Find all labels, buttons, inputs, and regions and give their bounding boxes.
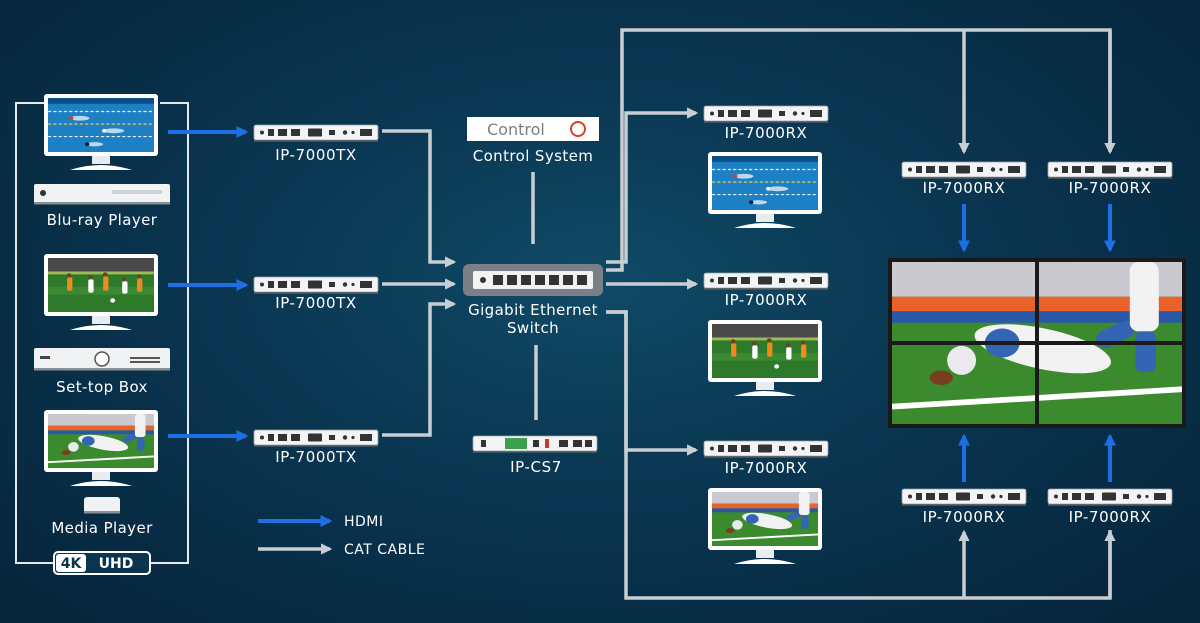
uhd-badge: 4K UHD	[53, 551, 151, 575]
wall-rx-device-3	[901, 488, 1027, 507]
wall-rx-label-3: IP-7000RX	[923, 508, 1006, 526]
wall-rx-device-4	[1047, 488, 1173, 507]
cat-line-rx3	[606, 310, 699, 456]
wall-rx-label-4: IP-7000RX	[1069, 508, 1152, 526]
tx-label-2: IP-7000TX	[275, 294, 357, 312]
source-bracket	[15, 102, 189, 564]
legend-cat-label: CAT CABLE	[344, 542, 425, 558]
rx-monitor-3	[708, 488, 822, 564]
control-brand-text: Control	[487, 120, 545, 139]
control4-mark-icon	[570, 121, 586, 137]
rx-device-1	[703, 105, 829, 124]
cat-line-rx1	[606, 107, 699, 264]
cat-line-tx3	[382, 298, 457, 437]
source-monitor-3	[44, 410, 158, 486]
rx-monitor-2	[708, 320, 822, 396]
media-player-icon	[84, 497, 120, 514]
video-wall	[888, 258, 1186, 428]
switch-label-line2: Switch	[507, 319, 559, 337]
tx-device-2	[253, 276, 379, 295]
source-label-settop: Set-top Box	[56, 378, 148, 396]
wall-rx-label-2: IP-7000RX	[1069, 179, 1152, 197]
gigabit-switch-icon	[463, 264, 603, 296]
uhd-badge-suffix: UHD	[99, 556, 134, 572]
rx-monitor-1	[708, 152, 822, 228]
uhd-badge-prefix: 4K	[61, 556, 83, 572]
wall-rx-device-1	[901, 161, 1027, 180]
cat-line-tx1	[382, 129, 457, 268]
tx-label-3: IP-7000TX	[275, 448, 357, 466]
source-monitor-1	[44, 94, 158, 170]
cat-bus-top	[606, 28, 1112, 272]
wall-rx-label-1: IP-7000RX	[923, 179, 1006, 197]
rx-label-3: IP-7000RX	[725, 459, 808, 477]
wall-rx-device-2	[1047, 161, 1173, 180]
rx-label-2: IP-7000RX	[725, 291, 808, 309]
tx-label-1: IP-7000TX	[275, 146, 357, 164]
source-monitor-2	[44, 254, 158, 330]
source-label-media: Media Player	[51, 519, 153, 537]
settop-box-icon	[34, 348, 170, 371]
source-label-bluray: Blu-ray Player	[47, 211, 158, 229]
bluray-player-icon	[34, 184, 170, 205]
control-system-label: Control System	[473, 147, 594, 165]
tx-device-1	[253, 124, 379, 143]
rx-device-3	[703, 440, 829, 459]
ipcs7-label: IP-CS7	[510, 458, 562, 476]
control4-logo: Control	[467, 117, 599, 141]
rx-device-2	[703, 272, 829, 291]
ipcs7-device-icon	[472, 435, 598, 453]
tx-device-3	[253, 429, 379, 448]
switch-label-line1: Gigabit Ethernet	[468, 301, 598, 319]
legend-hdmi-label: HDMI	[344, 514, 384, 530]
rx-label-1: IP-7000RX	[725, 124, 808, 142]
